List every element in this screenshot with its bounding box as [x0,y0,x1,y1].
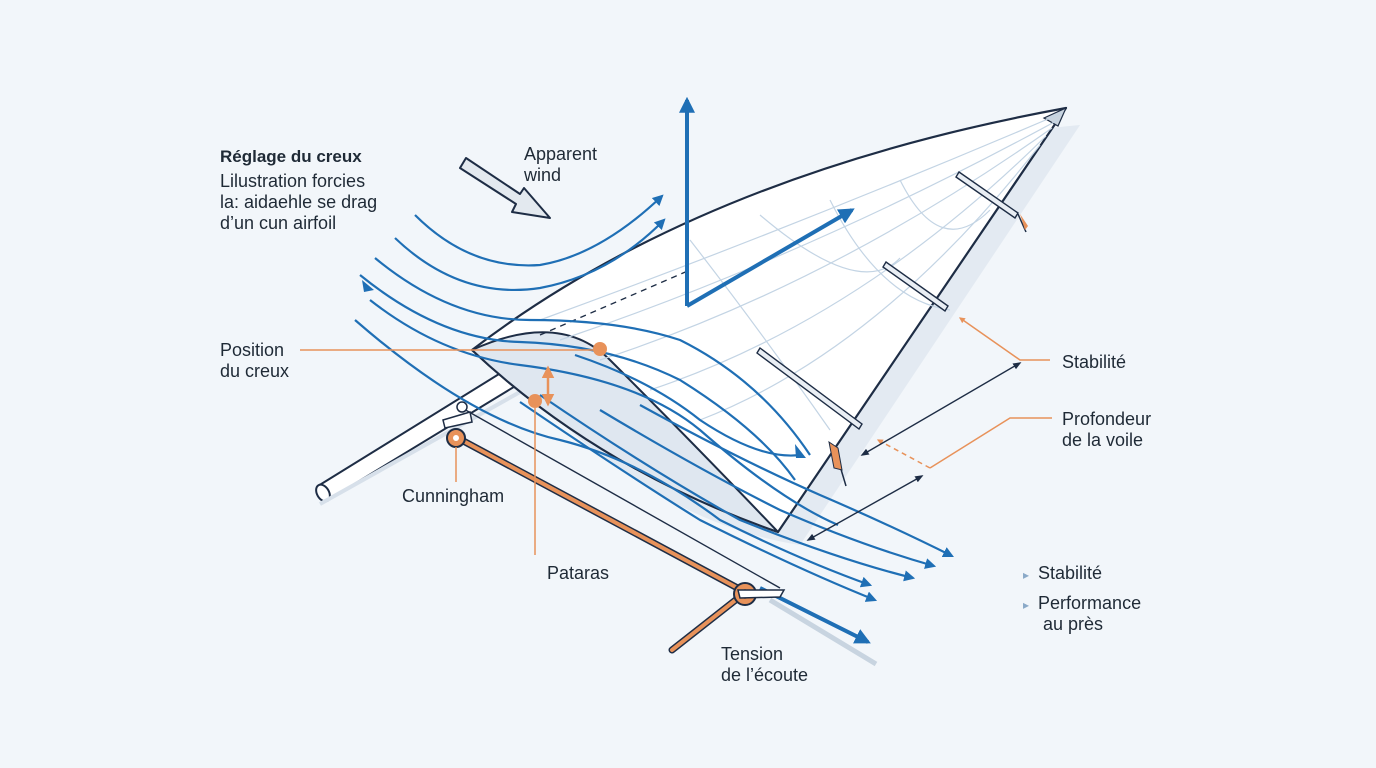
triangle-bullet-icon: ▸ [1023,598,1030,612]
bullet-text-stabilite: Stabilité [1038,563,1103,583]
bullet-text-performance-line-2: au près [1043,614,1104,634]
subtitle-line-2: la: aidaehle se drag [220,192,378,212]
apparent-wind-label-line-1: Apparent [524,144,598,164]
stabilite-label: Stabilité [1062,352,1127,372]
profondeur-label-line-1: Profondeur [1062,409,1152,429]
tension-ecoute-label-line-2: de l’écoute [721,665,809,685]
position-creux-label-line-2: du creux [220,361,290,381]
bullet-text-performance-line-1: Performance [1038,593,1142,613]
bullet-item-performance: ▸ Performance [1023,593,1141,616]
draft-markers [528,342,607,408]
subtitle-line-3: d’un cun airfoil [220,213,337,233]
position-creux-label-line-1: Position [220,340,285,360]
diagram-title: Réglage du creux [220,147,362,166]
cunningham-label: Cunningham [402,486,505,506]
profondeur-label-line-2: de la voile [1062,430,1144,450]
triangle-bullet-icon: ▸ [1023,568,1030,582]
streamline-arrowheads [362,280,806,458]
pataras-label: Pataras [547,563,610,583]
subtitle-line-1: Lilustration forcies [220,171,366,191]
sheet-and-tack [442,401,786,654]
apparent-wind-label-line-2: wind [524,165,562,185]
depth-dimension-arrows [806,362,1022,541]
bullet-item-stabilite: ▸ Stabilité [1023,563,1102,586]
boom [315,364,525,506]
tension-ecoute-label-line-1: Tension [721,644,784,664]
apparent-wind-arrow-icon [459,157,551,219]
